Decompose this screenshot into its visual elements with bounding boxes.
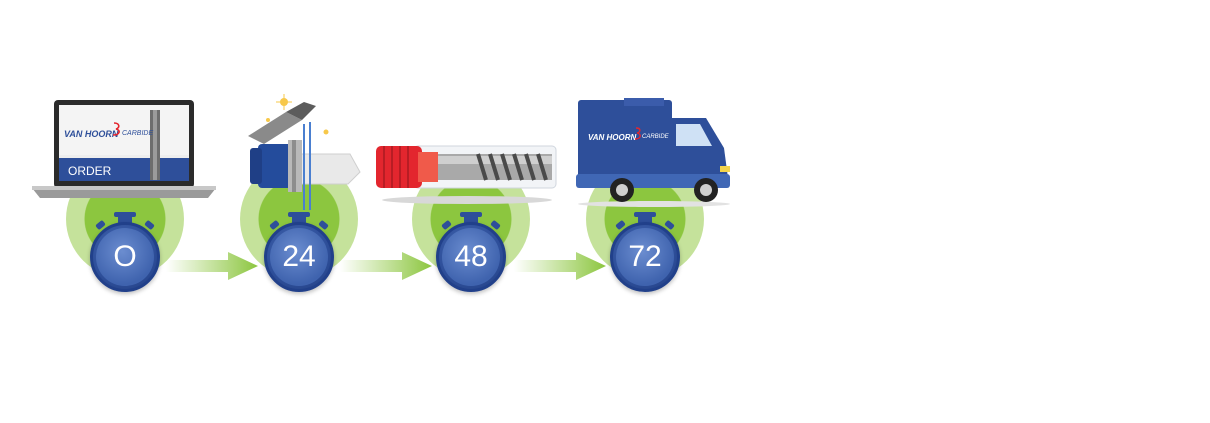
stopwatch-step-72: 72 — [610, 212, 680, 292]
step-label: 48 — [454, 240, 488, 273]
end-mill-icon — [376, 145, 557, 204]
stopwatch-step-0: O — [90, 212, 160, 292]
step-label: 72 — [628, 240, 662, 273]
stopwatch-face — [96, 228, 154, 286]
stopwatch-face — [442, 228, 500, 286]
truck-logo-sub: CARBIDE — [642, 134, 669, 140]
stopwatch-stem — [638, 214, 652, 224]
stopwatch-stem — [118, 214, 132, 224]
stopwatch-face — [616, 228, 674, 286]
laptop-logo-text: VAN HOORN — [64, 129, 119, 139]
stopwatch-step-24: 24 — [264, 212, 334, 292]
stopwatch-stem — [464, 214, 478, 224]
order-label: ORDER — [68, 164, 112, 178]
stopwatch-step-48: 48 — [436, 212, 506, 292]
laptop-logo-sub: CARBIDE — [122, 130, 154, 137]
laptop-icon — [32, 100, 216, 198]
step-label: 24 — [282, 240, 316, 273]
step-label: O — [113, 240, 137, 273]
stopwatch-stem — [292, 214, 306, 224]
arrow-right-icon — [514, 252, 606, 280]
grinding-tool-icon — [248, 94, 361, 210]
tool-in-tube-illustration — [374, 142, 560, 204]
truck-logo-text: VAN HOORN — [588, 133, 637, 142]
laptop-logo-mark — [112, 122, 122, 136]
truck-logo-mark — [634, 127, 643, 140]
delivery-truck-illustration: VAN HOORN CARBIDE — [572, 96, 736, 208]
truck-icon — [576, 98, 730, 207]
arrow-right-icon — [340, 252, 432, 280]
grinding-illustration — [240, 92, 366, 210]
laptop-illustration: VAN HOORN CARBIDE ORDER — [30, 98, 218, 202]
arrow-right-icon — [166, 252, 258, 280]
stopwatch-face — [270, 228, 328, 286]
